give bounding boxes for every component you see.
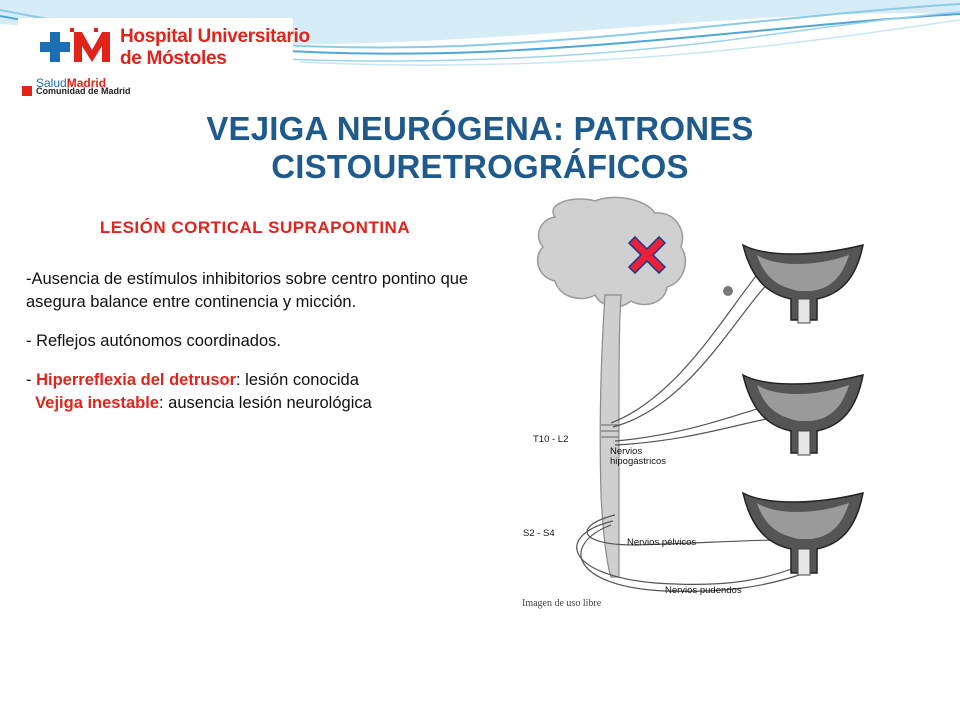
term-vejiga-inestable: Vejiga inestable: [35, 394, 159, 412]
term-hiperreflexia: Hiperreflexia del detrusor: [36, 371, 236, 389]
paragraph-hyperreflexia: - Hiperreflexia del detrusor: lesión con…: [26, 369, 506, 392]
logo-salud-madrid: SaludMadrid: [36, 76, 106, 90]
logo-hospital-name-line2: de Móstoles: [120, 48, 227, 69]
salud-madrid-cross-icon: [40, 28, 110, 62]
neuroanatomy-figure: T10 - L2 Nervios hipogástricos S2 - S4 N…: [515, 195, 875, 625]
image-credit: Imagen de uso libre: [522, 598, 602, 609]
label-nervios-pudendos: Nervios pudendos: [665, 585, 742, 596]
slide-title: VEJIGA NEURÓGENA: PATRONES CISTOURETROGR…: [206, 110, 754, 185]
section-heading: LESIÓN CORTICAL SUPRAPONTINA: [99, 218, 411, 237]
logo-hospital-name-line1: Hospital Universitario: [120, 26, 310, 47]
bladder-bottom: [741, 491, 864, 576]
hiperreflexia-desc: : lesión conocida: [236, 371, 359, 389]
label-s2-s4: S2 - S4: [523, 528, 555, 539]
label-t10-l2: T10 - L2: [533, 434, 569, 445]
ganglion-marker: [723, 286, 733, 296]
paragraph-unstable-bladder: Vejiga inestable: ausencia lesión neurol…: [26, 392, 506, 415]
pudendal-nerve: [576, 520, 798, 586]
paragraph-inhibitory: -Ausencia de estímulos inhibitorios sobr…: [26, 270, 469, 311]
logo-madrid-word: Madrid: [66, 76, 107, 90]
logo-salud-word: Salud: [36, 76, 67, 90]
paragraph-reflexes: - Reflejos autónomos coordinados.: [26, 332, 281, 350]
vejiga-inestable-desc: : ausencia lesión neurológica: [158, 394, 372, 412]
pelvic-nerve: [586, 514, 784, 546]
comunidad-madrid-flag-icon: [22, 86, 32, 96]
lesion-x-marker: [627, 235, 667, 275]
label-hipogastricos-2: hipogástricos: [610, 456, 666, 467]
bladder-top: [741, 243, 864, 324]
content-text: -Ausencia de estímulos inhibitorios sobr…: [26, 268, 506, 415]
label-nervios-pelvicos: Nervios pélvicos: [627, 537, 697, 548]
bullet-dash: -: [26, 371, 37, 389]
brain-spine-bladder-diagram: [536, 196, 864, 592]
brain-shape: [536, 196, 687, 308]
bladder-middle: [741, 373, 864, 456]
label-hipogastricos-1: Nervios: [610, 446, 643, 457]
spinal-cord: [599, 294, 622, 578]
hospital-logo: Hospital Universitario de Móstoles Salud…: [18, 18, 310, 100]
comunidad-madrid-label: Comunidad de Madrid: [36, 86, 131, 96]
